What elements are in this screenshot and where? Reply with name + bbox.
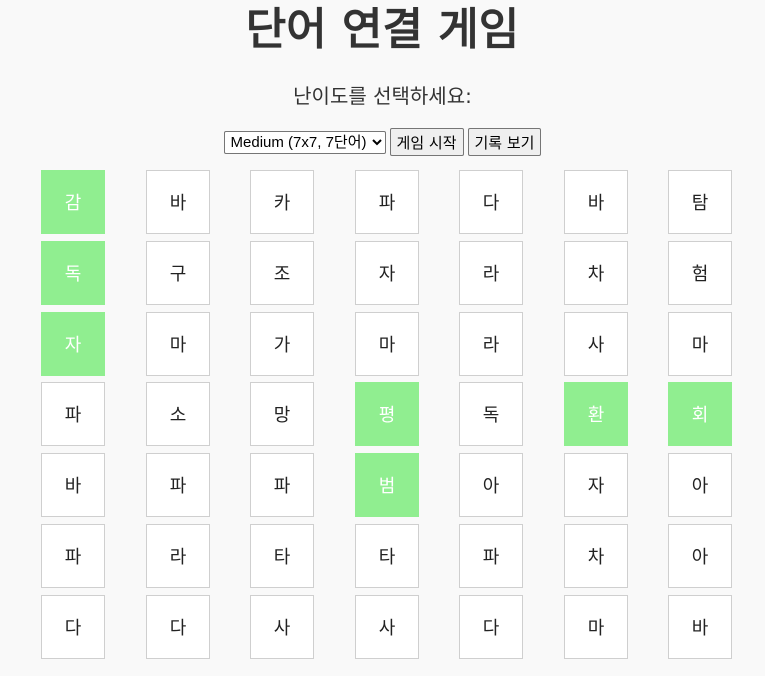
grid-cell-found[interactable]: 독 bbox=[41, 241, 105, 305]
grid-cell[interactable]: 망 bbox=[250, 382, 314, 446]
grid-cell[interactable]: 파 bbox=[459, 524, 523, 588]
grid-cell[interactable]: 바 bbox=[41, 453, 105, 517]
grid-cell[interactable]: 소 bbox=[146, 382, 210, 446]
grid-cell[interactable]: 탐 bbox=[668, 170, 732, 234]
grid-cell[interactable]: 바 bbox=[146, 170, 210, 234]
grid-cell[interactable]: 다 bbox=[459, 170, 523, 234]
start-game-button[interactable]: 게임 시작 bbox=[389, 128, 464, 156]
grid-cell[interactable]: 파 bbox=[41, 524, 105, 588]
controls-bar: Medium (7x7, 7단어) 게임 시작 기록 보기 bbox=[0, 128, 765, 156]
grid-cell[interactable]: 차 bbox=[564, 524, 628, 588]
grid-cell[interactable]: 파 bbox=[250, 453, 314, 517]
grid-cell[interactable]: 라 bbox=[459, 241, 523, 305]
grid-cell-found[interactable]: 환 bbox=[564, 382, 628, 446]
grid-cell[interactable]: 사 bbox=[564, 312, 628, 376]
grid-cell[interactable]: 차 bbox=[564, 241, 628, 305]
grid-cell-found[interactable]: 평 bbox=[355, 382, 419, 446]
view-records-button[interactable]: 기록 보기 bbox=[467, 128, 542, 156]
grid-cell[interactable]: 파 bbox=[355, 170, 419, 234]
grid-cell[interactable]: 마 bbox=[355, 312, 419, 376]
grid-cell[interactable]: 아 bbox=[668, 524, 732, 588]
grid-cell[interactable]: 사 bbox=[250, 595, 314, 659]
grid-cell[interactable]: 다 bbox=[459, 595, 523, 659]
grid-cell[interactable]: 조 bbox=[250, 241, 314, 305]
grid-cell[interactable]: 구 bbox=[146, 241, 210, 305]
grid-cell-found[interactable]: 자 bbox=[41, 312, 105, 376]
grid-cell[interactable]: 바 bbox=[668, 595, 732, 659]
grid-cell[interactable]: 가 bbox=[250, 312, 314, 376]
grid-cell[interactable]: 파 bbox=[146, 453, 210, 517]
difficulty-select[interactable]: Medium (7x7, 7단어) bbox=[223, 131, 386, 154]
grid-cell-found[interactable]: 감 bbox=[41, 170, 105, 234]
grid-cell[interactable]: 타 bbox=[355, 524, 419, 588]
grid-cell[interactable]: 마 bbox=[668, 312, 732, 376]
grid-cell[interactable]: 라 bbox=[459, 312, 523, 376]
grid-cell[interactable]: 라 bbox=[146, 524, 210, 588]
grid-cell-found[interactable]: 범 bbox=[355, 453, 419, 517]
grid-cell[interactable]: 험 bbox=[668, 241, 732, 305]
grid-cell[interactable]: 마 bbox=[564, 595, 628, 659]
grid-cell[interactable]: 마 bbox=[146, 312, 210, 376]
grid-cell[interactable]: 타 bbox=[250, 524, 314, 588]
grid-cell[interactable]: 아 bbox=[459, 453, 523, 517]
grid-cell[interactable]: 다 bbox=[146, 595, 210, 659]
grid-cell[interactable]: 바 bbox=[564, 170, 628, 234]
grid-cell[interactable]: 자 bbox=[355, 241, 419, 305]
grid-cell[interactable]: 사 bbox=[355, 595, 419, 659]
grid-cell[interactable]: 카 bbox=[250, 170, 314, 234]
grid-cell[interactable]: 독 bbox=[459, 382, 523, 446]
grid-cell[interactable]: 자 bbox=[564, 453, 628, 517]
page-title: 단어 연결 게임 bbox=[245, 4, 520, 55]
difficulty-prompt: 난이도를 선택하세요: bbox=[293, 84, 472, 108]
grid-cell-found[interactable]: 회 bbox=[668, 382, 732, 446]
grid-cell[interactable]: 아 bbox=[668, 453, 732, 517]
grid-cell[interactable]: 다 bbox=[41, 595, 105, 659]
grid-cell[interactable]: 파 bbox=[41, 382, 105, 446]
